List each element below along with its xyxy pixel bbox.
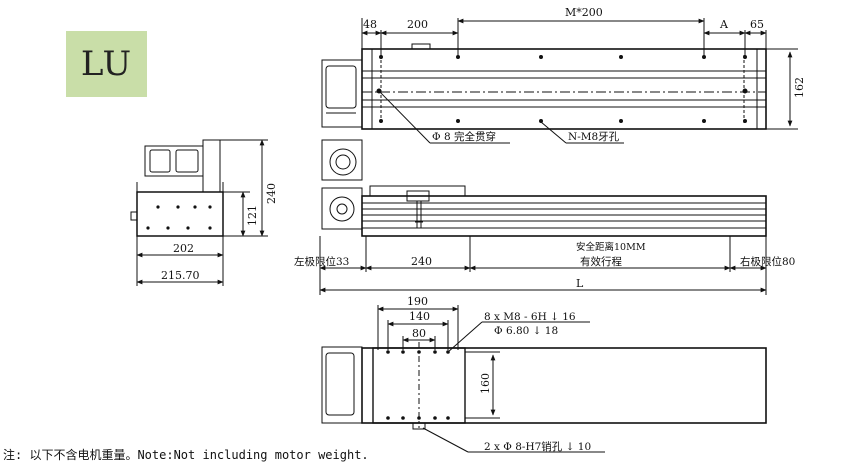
- top-rail-body: [361, 48, 767, 130]
- callout-m8-line1: 8 x M8 - 6H ↓ 16: [484, 311, 576, 323]
- callout-pin-hole: 2 x Φ 8-H7销孔 ↓ 10: [484, 440, 591, 453]
- front-carriage: [369, 185, 466, 197]
- lu-label: LU: [80, 44, 133, 84]
- dim-48: 48: [363, 18, 377, 31]
- effective-stroke: 有效行程: [580, 255, 622, 268]
- dim-65: 65: [750, 18, 764, 31]
- lu-badge: LU: [66, 31, 147, 97]
- callout-through-hole: Φ 8 完全贯穿: [432, 130, 496, 143]
- front-motor-lower: [321, 187, 363, 230]
- dim-80: 80: [412, 327, 426, 340]
- dim-240-front: 240: [411, 255, 432, 268]
- front-motor-upper: [321, 139, 363, 181]
- dim-160: 160: [479, 373, 492, 394]
- dim-215-70: 215.70: [161, 269, 200, 282]
- safety-distance: 安全距离10MM: [576, 241, 646, 253]
- dim-202: 202: [173, 242, 194, 255]
- right-limit: 右极限位80: [740, 255, 795, 268]
- front-view: [319, 139, 767, 295]
- front-rail-body: [361, 195, 767, 237]
- side-view: [130, 139, 268, 286]
- left-limit: 左极限位33: [294, 255, 349, 268]
- dim-l: L: [576, 277, 584, 290]
- callout-tapped-hole: N-M8牙孔: [568, 130, 620, 143]
- dim-240-side: 240: [265, 183, 278, 204]
- footer-note: 注: 以下不含电机重量。Note:Not including motor wei…: [3, 448, 369, 462]
- dim-162: 162: [793, 77, 806, 98]
- dim-140: 140: [409, 310, 430, 323]
- dim-200: 200: [407, 18, 428, 31]
- dim-121: 121: [246, 205, 259, 226]
- bottom-view: [321, 305, 767, 453]
- dim-a: A: [719, 18, 729, 31]
- bottom-rail-body: [361, 347, 767, 424]
- top-view: [321, 18, 798, 144]
- dim-190: 190: [407, 295, 428, 308]
- dim-m200: M*200: [565, 6, 603, 19]
- callout-m8-line2: Φ 6.80 ↓ 18: [494, 325, 558, 337]
